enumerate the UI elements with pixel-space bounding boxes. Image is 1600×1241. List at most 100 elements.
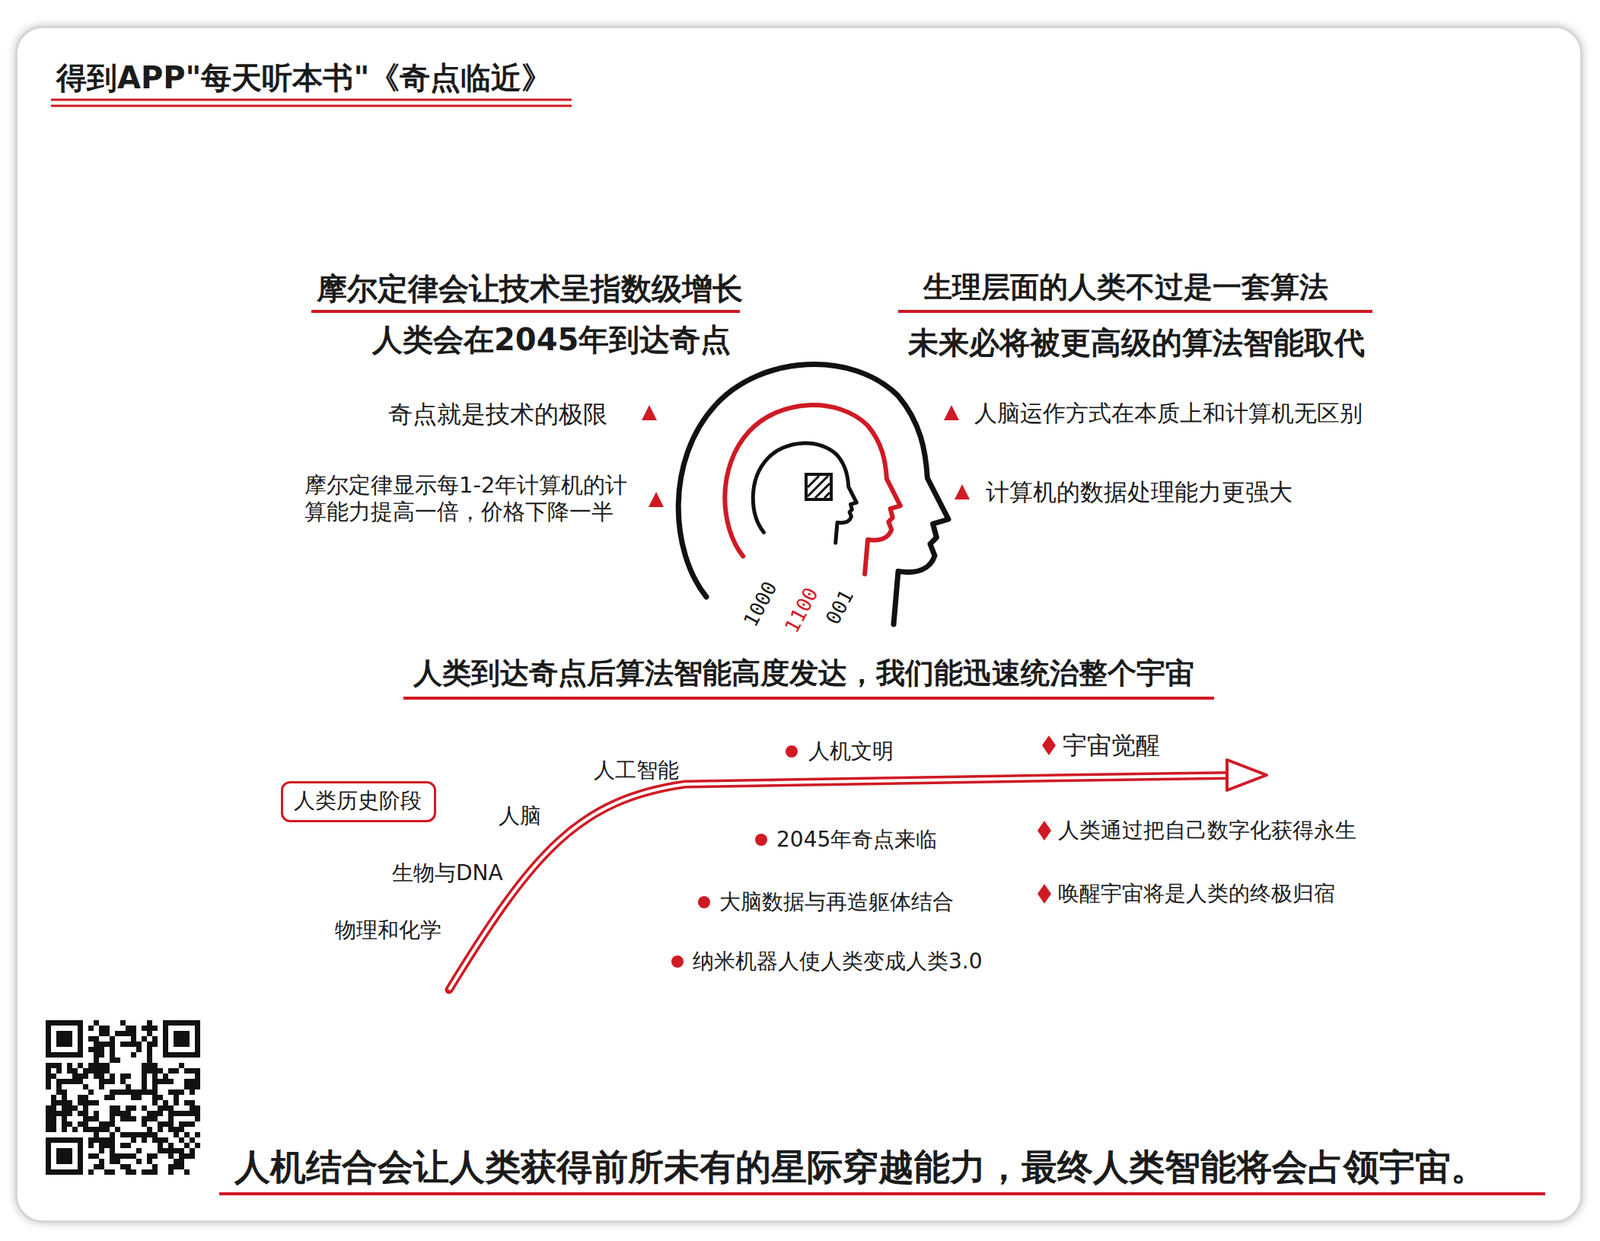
qr-module [77,1019,83,1026]
qr-module [173,1110,179,1116]
qr-module [61,1137,67,1143]
caption-underline [219,1192,1546,1196]
qr-module [141,1169,147,1175]
qr-module [45,1142,51,1148]
qr-module [56,1083,62,1090]
qr-module [56,1099,62,1106]
qr-module [77,1099,83,1106]
qr-module [184,1078,190,1084]
qr-module [61,1030,67,1036]
qr-module [189,1153,195,1159]
qr-module [125,1110,131,1116]
qr-module [77,1147,83,1154]
qr-module [98,1158,105,1164]
qr-module [45,1158,51,1164]
qr-module [77,1030,83,1036]
qr-module [82,1094,89,1100]
qr-module [98,1126,105,1132]
qr-module [72,1067,78,1074]
qr-module [93,1051,99,1058]
qr-module [56,1110,62,1116]
qr-module [88,1099,94,1106]
qr-module [98,1163,105,1170]
qr-module [125,1083,131,1090]
qr-module [61,1121,67,1127]
qr-module [77,1051,83,1058]
head-outline [752,443,857,543]
qr-module [152,1025,158,1031]
qr-module [61,1158,67,1164]
qr-module [162,1147,169,1154]
qr-module [178,1062,185,1068]
qr-module [173,1051,179,1058]
qr-module [146,1030,153,1036]
qr-module [194,1025,201,1031]
section-heading: 未来必将被更高级的算法智能取代 [908,324,1365,361]
qr-module [120,1153,126,1159]
qr-module [45,1025,51,1031]
qr-module [194,1035,201,1042]
head-middle [724,404,901,574]
bullet-diamond [1042,735,1056,756]
chip-square [806,474,832,500]
qr-module [93,1041,99,1047]
qr-module [109,1078,115,1084]
qr-module [178,1051,185,1058]
qr-module [98,1121,105,1127]
qr-module [45,1163,51,1170]
qr-module [98,1030,105,1036]
qr-module [168,1163,174,1170]
qr-module [189,1083,195,1090]
qr-module [184,1169,190,1175]
qr-module [82,1083,89,1090]
qr-module [152,1115,158,1122]
qr-module [146,1057,153,1063]
qr-module [130,1051,137,1058]
qr-module [178,1121,185,1127]
qr-module [120,1115,126,1122]
qr-module [189,1019,195,1026]
bullet-triangle [954,484,970,500]
bullet-text: 唤醒宇宙将是人类的终极归宿 [1058,880,1336,907]
qr-module [146,1019,153,1026]
qr-module [45,1041,51,1047]
qr-module [130,1131,137,1138]
bullet-text: 人脑运作方式在本质上和计算机无区别 [974,399,1363,428]
qr-module [168,1110,174,1116]
qr-module [194,1051,201,1058]
bullet-text: 2045年奇点来临 [776,826,938,853]
qr-module [184,1019,190,1026]
qr-module [50,1099,57,1106]
head-outline [724,404,901,574]
qr-module [184,1131,190,1138]
qr-module [152,1137,158,1143]
qr-module [125,1030,131,1036]
qr-module [82,1126,89,1132]
qr-module [72,1126,78,1132]
qr-module [114,1158,121,1164]
qr-module [162,1105,169,1111]
qr-module [109,1158,115,1164]
qr-module [61,1126,67,1132]
qr-module [178,1158,185,1164]
bullet-diamond [1037,883,1052,904]
qr-module [189,1147,195,1154]
qr-module [66,1158,73,1164]
qr-module [45,1035,51,1042]
qr-module [168,1142,174,1148]
binary-digits: 001 [821,586,860,629]
qr-module [152,1163,158,1170]
qr-module [77,1137,83,1143]
qr-module [56,1030,62,1036]
qr-module [184,1067,190,1074]
qr-module [130,1094,137,1100]
qr-module [109,1073,115,1079]
qr-module [173,1094,179,1100]
qr-module [178,1035,185,1042]
qr-module [66,1137,73,1143]
qr-module [168,1051,174,1058]
qr-module [189,1110,195,1116]
qr-module [173,1089,179,1095]
qr-module [189,1137,195,1143]
